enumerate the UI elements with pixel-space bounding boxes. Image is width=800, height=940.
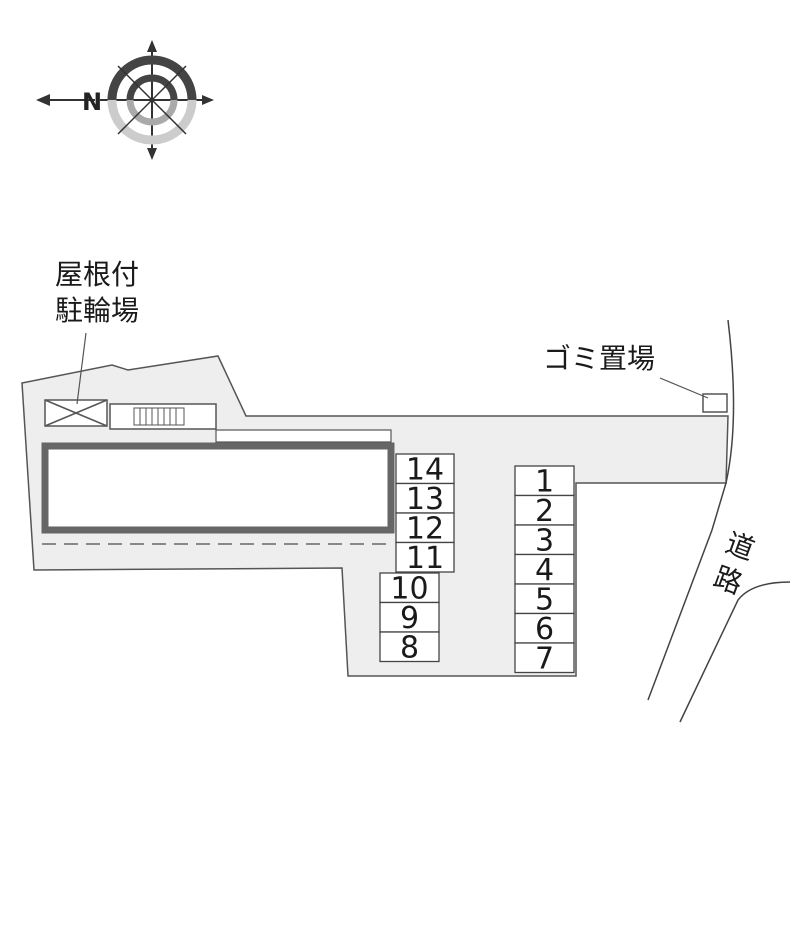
parking-stall [379, 631, 440, 663]
parking-stall-number: 5 [535, 583, 554, 618]
entrance-steps [109, 403, 217, 430]
parking-stall-number: 7 [535, 642, 554, 677]
compass-bottom-arrowhead-icon [147, 148, 157, 160]
north-letter: N [82, 88, 102, 116]
parking-stall-number: 4 [535, 553, 554, 588]
garbage-area-label: ゴミ置場 [543, 342, 656, 375]
compass-inner-ring-dark [126, 74, 178, 101]
garbage-leader-line [659, 377, 709, 399]
parking-stall [514, 494, 575, 526]
bike-parking-label-line2: 駐輪場 [55, 294, 140, 327]
parking-stall-number: 6 [535, 612, 554, 647]
parking-stall [395, 453, 455, 485]
parking-stall-number: 11 [406, 541, 444, 576]
parking-stall-number: 3 [535, 524, 554, 559]
compass-outer-ring-dark [107, 55, 197, 101]
parking-stall-number: 12 [406, 512, 444, 547]
parking-stall [379, 572, 440, 604]
parking-stall-number: 13 [406, 482, 444, 517]
parking-stall [514, 583, 575, 615]
covered-bike-parking [44, 399, 108, 427]
parking-stall [395, 541, 455, 573]
compass-top-arrowhead-icon [147, 40, 157, 52]
compass-diag-2 [117, 65, 187, 135]
parking-stall-number: 10 [390, 572, 428, 607]
building-walkway [215, 429, 392, 443]
parking-stall [514, 465, 575, 497]
building [41, 442, 395, 534]
compass-right-arrowhead-icon [202, 95, 214, 105]
north-arrowhead-icon [36, 94, 50, 106]
road-edge-right [679, 581, 791, 723]
bike-parking-leader-line [76, 332, 87, 405]
garbage-area-box [702, 393, 728, 413]
parking-stall-number: 8 [400, 631, 419, 666]
parking-stall [514, 642, 575, 674]
parking-stall-number: 9 [400, 601, 419, 636]
parking-stall-number: 2 [535, 494, 554, 529]
parking-stall [395, 482, 455, 514]
parking-stall-number: 14 [406, 453, 444, 488]
parking-stall [514, 524, 575, 556]
road-edge-left [647, 319, 735, 701]
parking-stall [395, 512, 455, 544]
compass: N [36, 40, 214, 160]
bike-parking-label-line1: 屋根付 [55, 258, 140, 291]
parking-stall-number: 1 [535, 465, 554, 500]
